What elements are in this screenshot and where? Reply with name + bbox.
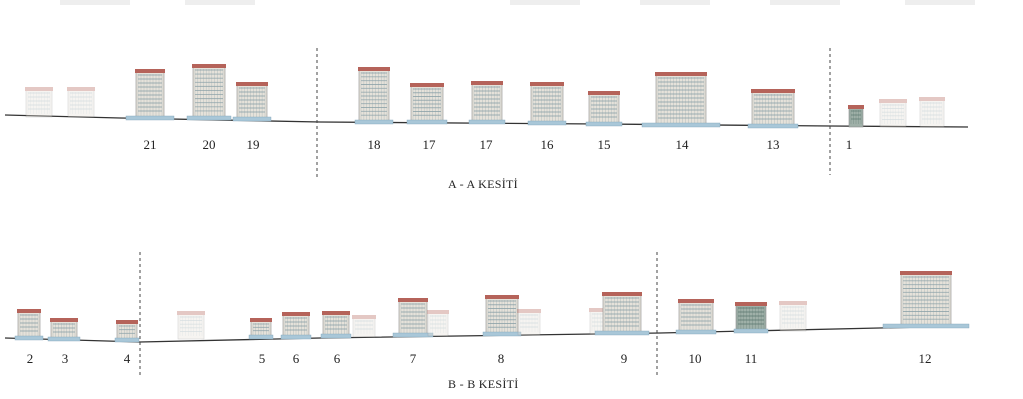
- faded-building: [352, 315, 376, 338]
- faded-building: [177, 311, 205, 340]
- building: [248, 318, 274, 340]
- building-number-label: 10: [689, 351, 702, 366]
- top-fade-bar: [510, 0, 580, 5]
- building-number-label: 1: [846, 137, 853, 152]
- building-number-label: 16: [541, 137, 555, 152]
- building-number-label: 4: [124, 351, 131, 366]
- top-fade-bar: [905, 0, 975, 5]
- building-number-label: 15: [598, 137, 611, 152]
- building: [232, 82, 272, 122]
- top-fade-bar: [60, 0, 130, 5]
- building: [848, 105, 864, 128]
- building-number-label: 14: [676, 137, 690, 152]
- building: [594, 292, 650, 336]
- faded-building: [919, 97, 945, 128]
- building-number-label: 12: [919, 351, 932, 366]
- buildings-b: [14, 271, 970, 343]
- section-title-b: B - B KESİTİ: [448, 377, 519, 391]
- building: [468, 81, 506, 125]
- building: [114, 320, 140, 343]
- building: [527, 82, 567, 126]
- building: [733, 302, 769, 334]
- building: [641, 72, 721, 128]
- building-number-label: 7: [410, 351, 417, 366]
- building-number-label: 20: [203, 137, 216, 152]
- building-number-label: 13: [767, 137, 780, 152]
- building-number-label: 3: [62, 351, 69, 366]
- building: [14, 309, 44, 341]
- faded-building: [427, 310, 449, 337]
- building-number-label: 5: [259, 351, 266, 366]
- building-number-label: 11: [745, 351, 758, 366]
- building: [482, 295, 522, 337]
- building-number-label: 6: [293, 351, 300, 366]
- faded-building: [25, 87, 53, 118]
- building-number-label: 17: [423, 137, 437, 152]
- building: [392, 298, 434, 338]
- faded-building: [517, 309, 541, 336]
- buildings-a: [25, 64, 945, 129]
- building-number-label: 21: [144, 137, 157, 152]
- building: [675, 299, 717, 335]
- building-number-label: 17: [480, 137, 494, 152]
- building-number-label: 18: [368, 137, 381, 152]
- building-number-label: 8: [498, 351, 505, 366]
- top-fade-bar: [640, 0, 710, 5]
- faded-building: [779, 301, 807, 332]
- building: [186, 64, 232, 121]
- building-number-label: 19: [247, 137, 260, 152]
- section-title-a: A - A KESİTİ: [448, 177, 518, 191]
- building: [747, 89, 799, 129]
- faded-building: [67, 87, 95, 118]
- building: [354, 67, 394, 125]
- building-number-label: 6: [334, 351, 341, 366]
- top-fade-bar: [770, 0, 840, 5]
- faded-building: [879, 99, 907, 128]
- section-a: A - A KESİTİ: [4, 48, 969, 191]
- building: [320, 311, 352, 339]
- top-fade-bar: [185, 0, 255, 5]
- building: [280, 312, 312, 340]
- building: [882, 271, 970, 329]
- building: [125, 69, 175, 121]
- building-number-label: 2: [27, 351, 34, 366]
- building: [47, 318, 81, 342]
- building: [585, 91, 623, 127]
- building: [406, 83, 448, 125]
- building-number-label: 9: [621, 351, 628, 366]
- section-b: B - B KESİTİ: [4, 252, 970, 391]
